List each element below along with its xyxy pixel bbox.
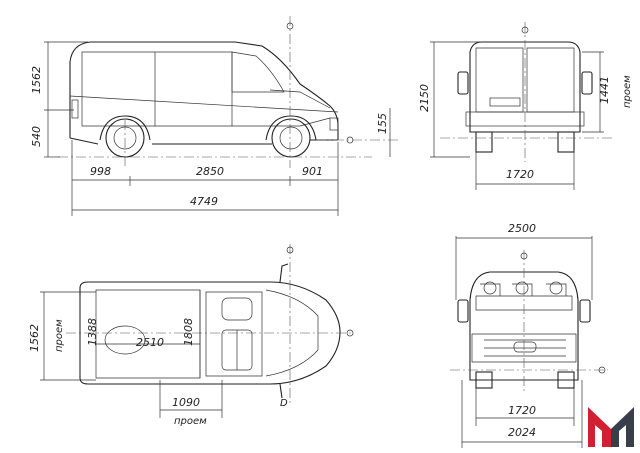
wheelbase-label: 2850 bbox=[196, 165, 224, 178]
inner-width-label: 1388 bbox=[86, 318, 99, 346]
top-view: D 1562 проем 1388 1808 2510 1090 проем bbox=[28, 244, 354, 427]
height-lower-label: 540 bbox=[30, 126, 43, 147]
front-track-label: 1720 bbox=[508, 404, 536, 417]
side-door-caption: проем bbox=[174, 416, 207, 427]
cargo-width-label: 1562 bbox=[28, 324, 41, 352]
mirror-width-label: 2500 bbox=[508, 222, 536, 235]
ground-clearance-label: 155 bbox=[376, 113, 389, 134]
front-overhang-label: 998 bbox=[90, 165, 111, 178]
side-view: 1562 540 155 998 2850 901 4749 bbox=[30, 16, 400, 216]
svg-text:D: D bbox=[280, 398, 288, 409]
height-upper-label: 1562 bbox=[30, 66, 43, 94]
rear-view: 2150 1441 проем 1720 bbox=[418, 22, 633, 190]
rear-overhang-label: 901 bbox=[302, 165, 323, 178]
cargo-width-caption: проем bbox=[54, 319, 65, 352]
total-height-label: 2150 bbox=[418, 84, 431, 112]
door-opening-height-label: 1441 bbox=[598, 76, 611, 104]
side-door-width-label: 1090 bbox=[172, 396, 200, 409]
front-body-width-label: 2024 bbox=[508, 426, 536, 439]
body-width-label: 1808 bbox=[182, 318, 195, 346]
total-length-label: 4749 bbox=[190, 195, 218, 208]
brand-logo bbox=[588, 407, 634, 447]
door-opening-caption: проем bbox=[622, 75, 633, 108]
cargo-length-label: 2510 bbox=[136, 336, 164, 349]
front-view: 2500 1720 2024 bbox=[450, 222, 608, 448]
rear-track-label: 1720 bbox=[506, 168, 534, 181]
